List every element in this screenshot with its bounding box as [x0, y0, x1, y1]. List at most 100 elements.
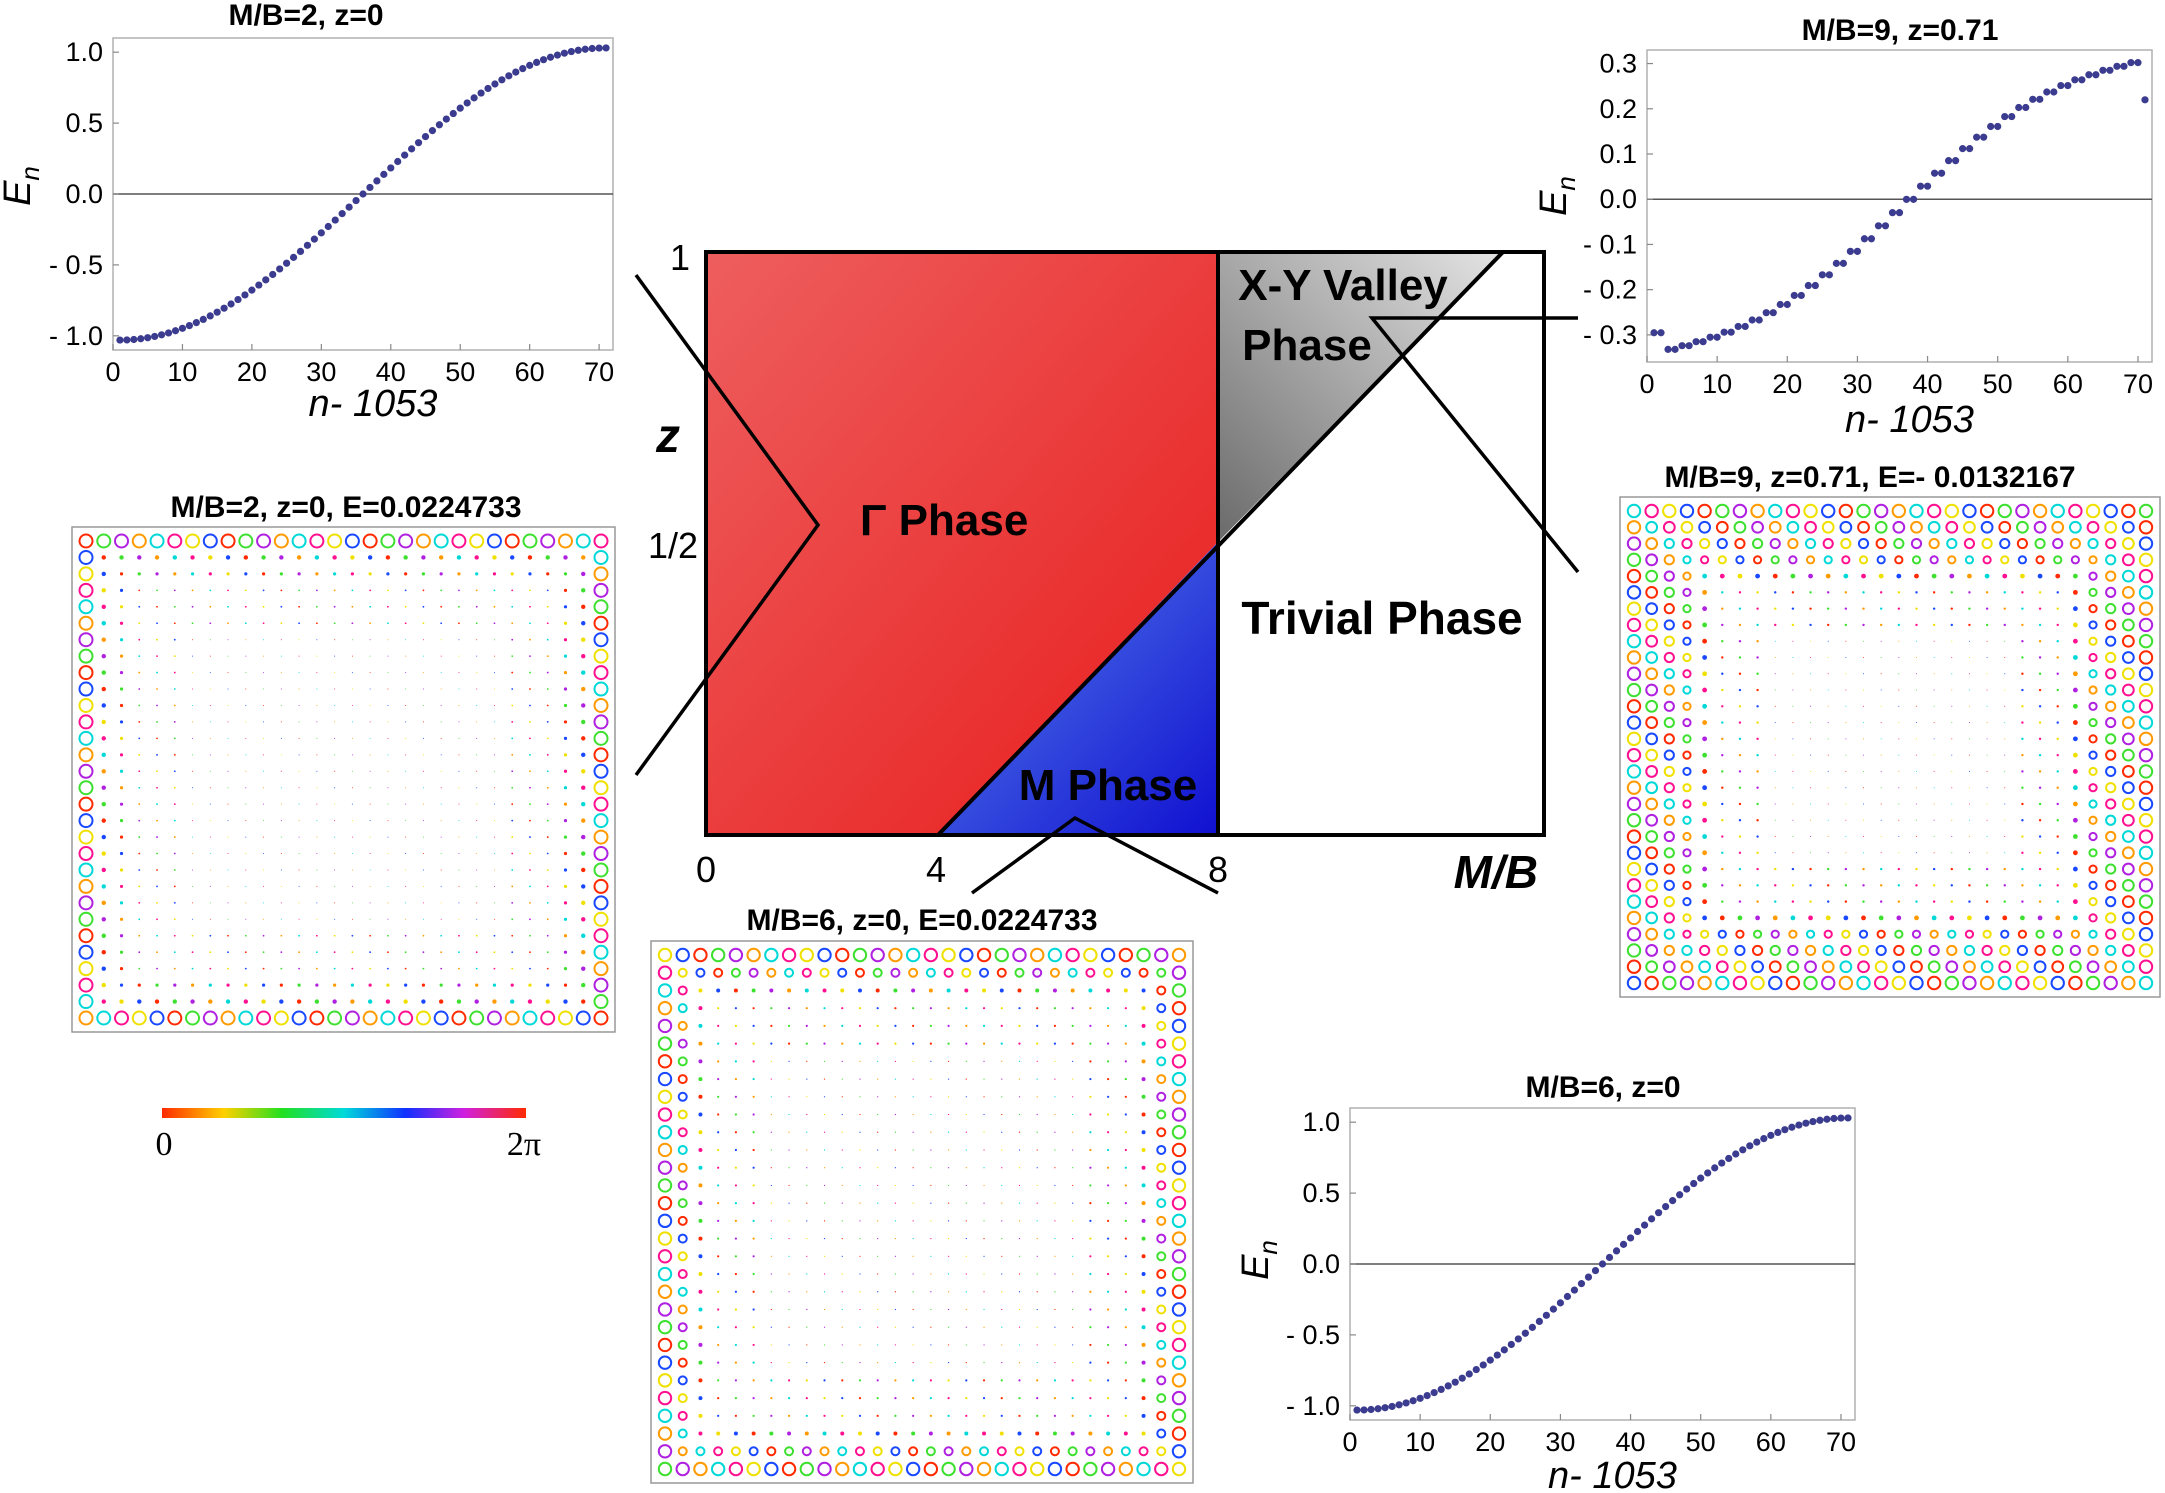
amplitude-dot — [1827, 591, 1830, 594]
amplitude-ring — [2138, 943, 2154, 958]
amplitude-dot — [912, 1024, 915, 1027]
amplitude-ring — [2121, 585, 2135, 599]
amplitude-ring — [2121, 520, 2135, 534]
amplitude-dot — [841, 1220, 843, 1222]
data-point — [283, 259, 291, 267]
amplitude-dot — [511, 589, 514, 592]
data-point — [234, 295, 242, 304]
amplitude-ring — [943, 967, 954, 978]
amplitude-dot — [138, 819, 141, 822]
amplitude-dot — [334, 688, 336, 690]
amplitude-dot — [119, 753, 124, 757]
amplitude-dot — [101, 686, 106, 692]
amplitude-ring — [362, 1010, 378, 1026]
amplitude-dot — [2056, 672, 2059, 675]
amplitude-dot — [1774, 689, 1776, 691]
amplitude-ring — [380, 1010, 396, 1026]
amplitude-dot — [751, 988, 756, 993]
amplitude-dot — [983, 1202, 985, 1204]
amplitude-dot — [1880, 803, 1882, 805]
amplitude-dot — [788, 1131, 790, 1133]
data-point — [1734, 322, 1742, 331]
data-point — [1846, 247, 1855, 255]
amplitude-dot — [806, 1096, 808, 1098]
amplitude-dot — [298, 639, 300, 641]
amplitude-dot — [191, 589, 194, 592]
amplitude-dot — [1072, 1131, 1074, 1133]
amplitude-ring — [1734, 944, 1746, 957]
data-point — [553, 51, 562, 59]
amplitude-dot — [119, 851, 124, 856]
amplitude-ring — [2121, 846, 2135, 860]
amplitude-ring — [677, 967, 688, 978]
amplitude-dot — [947, 1344, 950, 1346]
amplitude-ring — [1699, 537, 1711, 550]
amplitude-ring — [657, 1320, 673, 1335]
amplitude-dot — [173, 770, 176, 773]
amplitude-dot — [894, 1414, 897, 1417]
amplitude-dot — [1968, 656, 1970, 658]
amplitude-dot — [1756, 591, 1759, 594]
amplitude-dot — [422, 853, 424, 855]
trivial-phase-label: Trivial Phase — [1241, 592, 1522, 644]
amplitude-ring — [2015, 975, 2030, 991]
amplitude-dot — [1968, 867, 1971, 871]
amplitude-dot — [2004, 803, 2006, 805]
amplitude-dot — [787, 1379, 791, 1382]
amplitude-ring — [1700, 555, 1710, 565]
amplitude-dot — [263, 918, 265, 920]
amplitude-dot — [1968, 705, 1970, 707]
amplitude-dot — [2003, 867, 2006, 871]
amplitude-ring — [1962, 975, 1977, 991]
amplitude-dot — [2004, 852, 2006, 854]
amplitude-dot — [1986, 836, 1988, 838]
amplitude-ring — [78, 533, 94, 549]
amplitude-ring — [2138, 617, 2154, 633]
amplitude-dot — [1036, 1167, 1038, 1169]
amplitude-ring — [1626, 894, 1642, 909]
amplitude-dot — [458, 820, 460, 822]
amplitude-dot — [1053, 1414, 1057, 1417]
data-point — [1690, 1179, 1698, 1188]
amplitude-ring — [1751, 944, 1764, 957]
amplitude-dot — [1702, 671, 1708, 677]
amplitude-ring — [657, 1160, 673, 1175]
amplitude-ring — [593, 1010, 609, 1026]
amplitude-ring — [657, 983, 673, 998]
amplitude-dot — [841, 1326, 843, 1328]
amplitude-dot — [422, 639, 424, 641]
amplitude-ring — [78, 977, 94, 993]
amplitude-dot — [770, 1007, 773, 1010]
amplitude-dot — [787, 988, 792, 993]
amplitude-dot — [404, 622, 407, 625]
amplitude-dot — [1738, 607, 1742, 610]
amplitude-dot — [930, 1131, 932, 1133]
amplitude-dot — [823, 1308, 826, 1311]
amplitude-dot — [804, 988, 809, 993]
amplitude-ring — [1682, 783, 1692, 793]
amplitude-ring — [1733, 520, 1747, 534]
amplitude-dot — [101, 801, 106, 807]
amplitude-ring — [1858, 555, 1869, 565]
amplitude-dot — [983, 1308, 985, 1311]
y-tick-label: 0.0 — [65, 179, 103, 209]
data-point — [1930, 169, 1939, 177]
amplitude-dot — [316, 836, 318, 838]
amplitude-dot — [1896, 573, 1902, 579]
data-point — [1664, 345, 1672, 353]
amplitude-dot — [717, 1202, 720, 1205]
amplitude-dot — [770, 1024, 773, 1027]
amplitude-dot — [209, 688, 211, 690]
amplitude-ring — [1171, 983, 1187, 998]
amplitude-dot — [227, 803, 229, 805]
amplitude-ring — [2088, 587, 2098, 597]
amplitude-dot — [440, 688, 442, 690]
amplitude-dot — [1845, 722, 1847, 724]
y-tick-label: 0.5 — [1302, 1178, 1340, 1208]
amplitude-dot — [245, 655, 247, 657]
amplitude-dot — [440, 589, 443, 592]
amplitude-dot — [440, 934, 443, 937]
amplitude-dot — [1036, 1255, 1038, 1257]
amplitude-dot — [1089, 1326, 1092, 1329]
amplitude-dot — [405, 787, 407, 789]
